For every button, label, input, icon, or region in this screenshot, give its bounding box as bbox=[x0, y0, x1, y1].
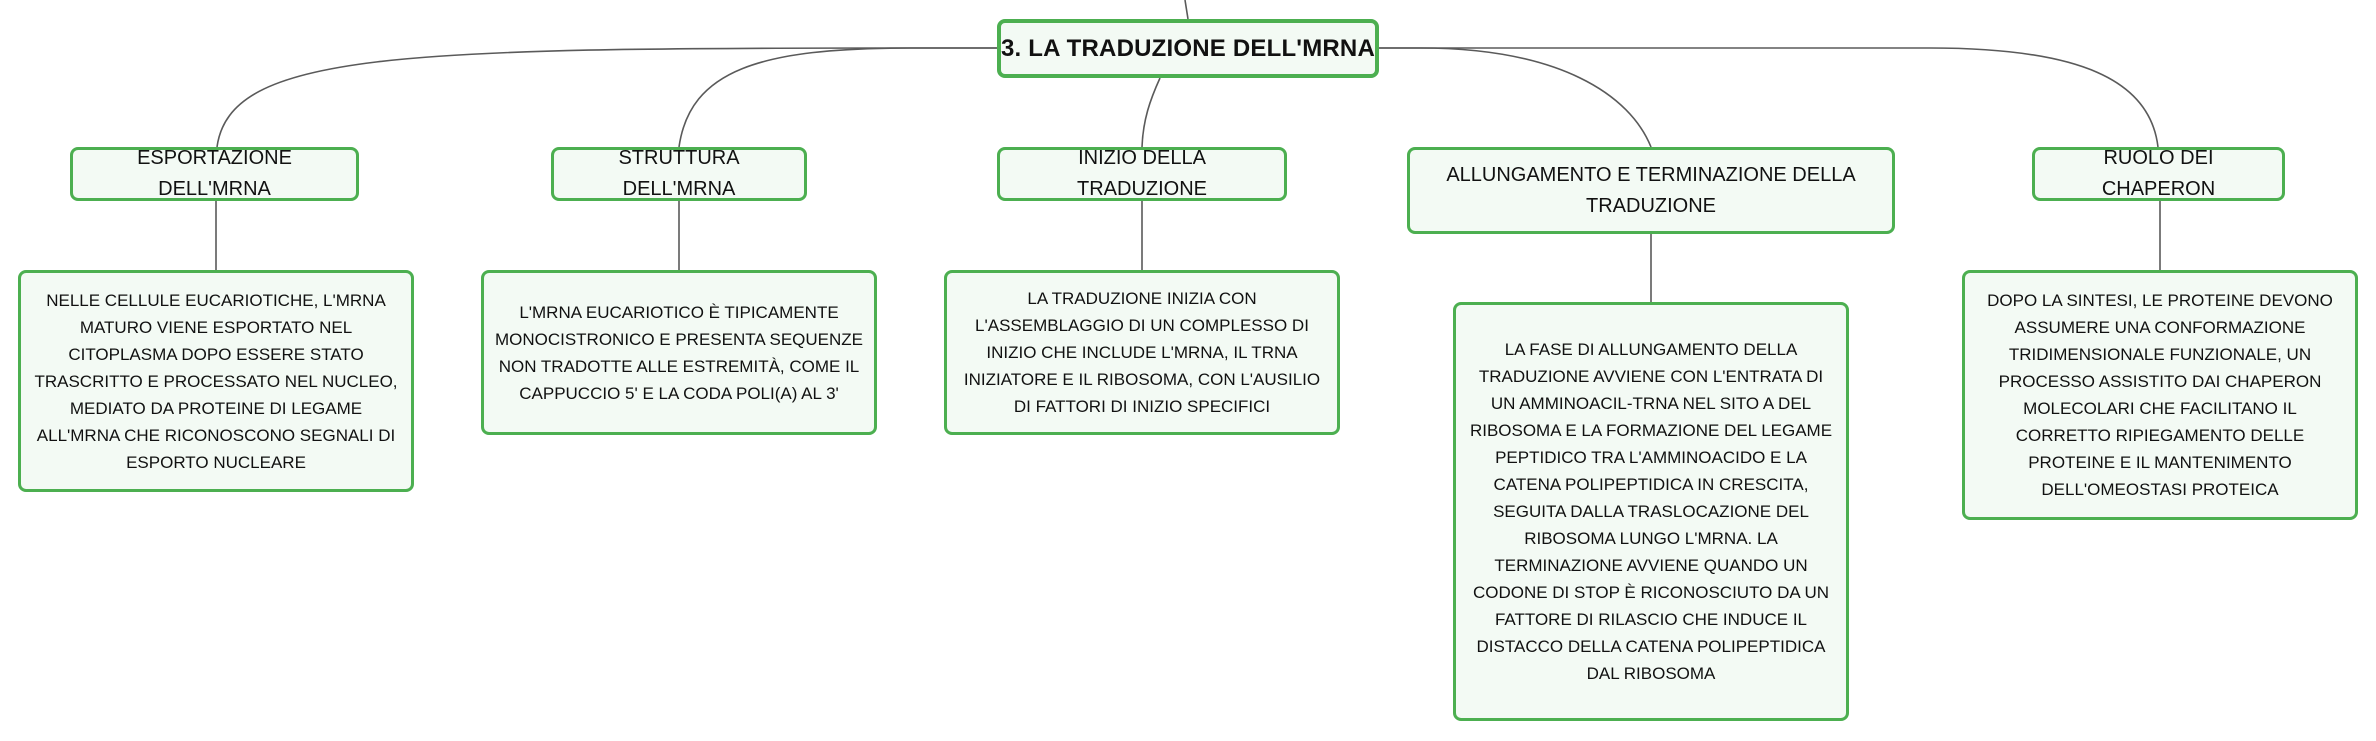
subtopic-inizio-detail[interactable]: LA TRADUZIONE INIZIA CON L'ASSEMBLAGGIO … bbox=[944, 270, 1340, 435]
root-topic-label: 3. LA TRADUZIONE DELL'MRNA bbox=[1001, 34, 1376, 62]
connector-root-branch-0 bbox=[216, 47, 997, 148]
topic-allungamento-terminazione[interactable]: ALLUNGAMENTO E TERMINAZIONE DELLA TRADUZ… bbox=[1407, 147, 1895, 234]
subtopic-text: L'MRNA EUCARIOTICO È TIPICAMENTE MONOCIS… bbox=[494, 302, 864, 403]
topic-label: RUOLO DEI CHAPERON bbox=[2101, 147, 2216, 200]
subtopic-text: LA TRADUZIONE INIZIA CON L'ASSEMBLAGGIO … bbox=[963, 289, 1321, 416]
topic-label: ESPORTAZIONE DELL'MRNA bbox=[137, 147, 292, 200]
subtopic-text: DOPO LA SINTESI, LE PROTEINE DEVONO ASSU… bbox=[1987, 291, 2333, 499]
connector-parent-root bbox=[1184, 0, 1189, 20]
connector-root-branch-2 bbox=[1141, 77, 1161, 148]
connector-root-branch-1 bbox=[678, 47, 997, 148]
subtopic-allungamento-detail[interactable]: LA FASE DI ALLUNGAMENTO DELLA TRADUZIONE… bbox=[1453, 302, 1849, 721]
subtopic-chaperon-detail[interactable]: DOPO LA SINTESI, LE PROTEINE DEVONO ASSU… bbox=[1962, 270, 2358, 520]
connector-root-branch-4 bbox=[1379, 47, 2159, 148]
subtopic-esportazione-detail[interactable]: NELLE CELLULE EUCARIOTICHE, L'MRNA MATUR… bbox=[18, 270, 414, 492]
topic-label: ALLUNGAMENTO E TERMINAZIONE DELLA TRADUZ… bbox=[1446, 163, 1856, 217]
topic-label: INIZIO DELLA TRADUZIONE bbox=[1077, 147, 1207, 200]
connector-root-branch-3 bbox=[1379, 47, 1652, 148]
topic-label: STRUTTURA DELL'MRNA bbox=[618, 147, 740, 200]
topic-esportazione[interactable]: ESPORTAZIONE DELL'MRNA bbox=[70, 147, 359, 201]
topic-struttura[interactable]: STRUTTURA DELL'MRNA bbox=[551, 147, 807, 201]
root-topic[interactable]: 3. LA TRADUZIONE DELL'MRNA bbox=[997, 19, 1379, 78]
subtopic-text: LA FASE DI ALLUNGAMENTO DELLA TRADUZIONE… bbox=[1469, 340, 1833, 683]
topic-inizio[interactable]: INIZIO DELLA TRADUZIONE bbox=[997, 147, 1287, 201]
subtopic-struttura-detail[interactable]: L'MRNA EUCARIOTICO È TIPICAMENTE MONOCIS… bbox=[481, 270, 877, 435]
subtopic-text: NELLE CELLULE EUCARIOTICHE, L'MRNA MATUR… bbox=[34, 290, 398, 472]
topic-chaperon[interactable]: RUOLO DEI CHAPERON bbox=[2032, 147, 2285, 201]
